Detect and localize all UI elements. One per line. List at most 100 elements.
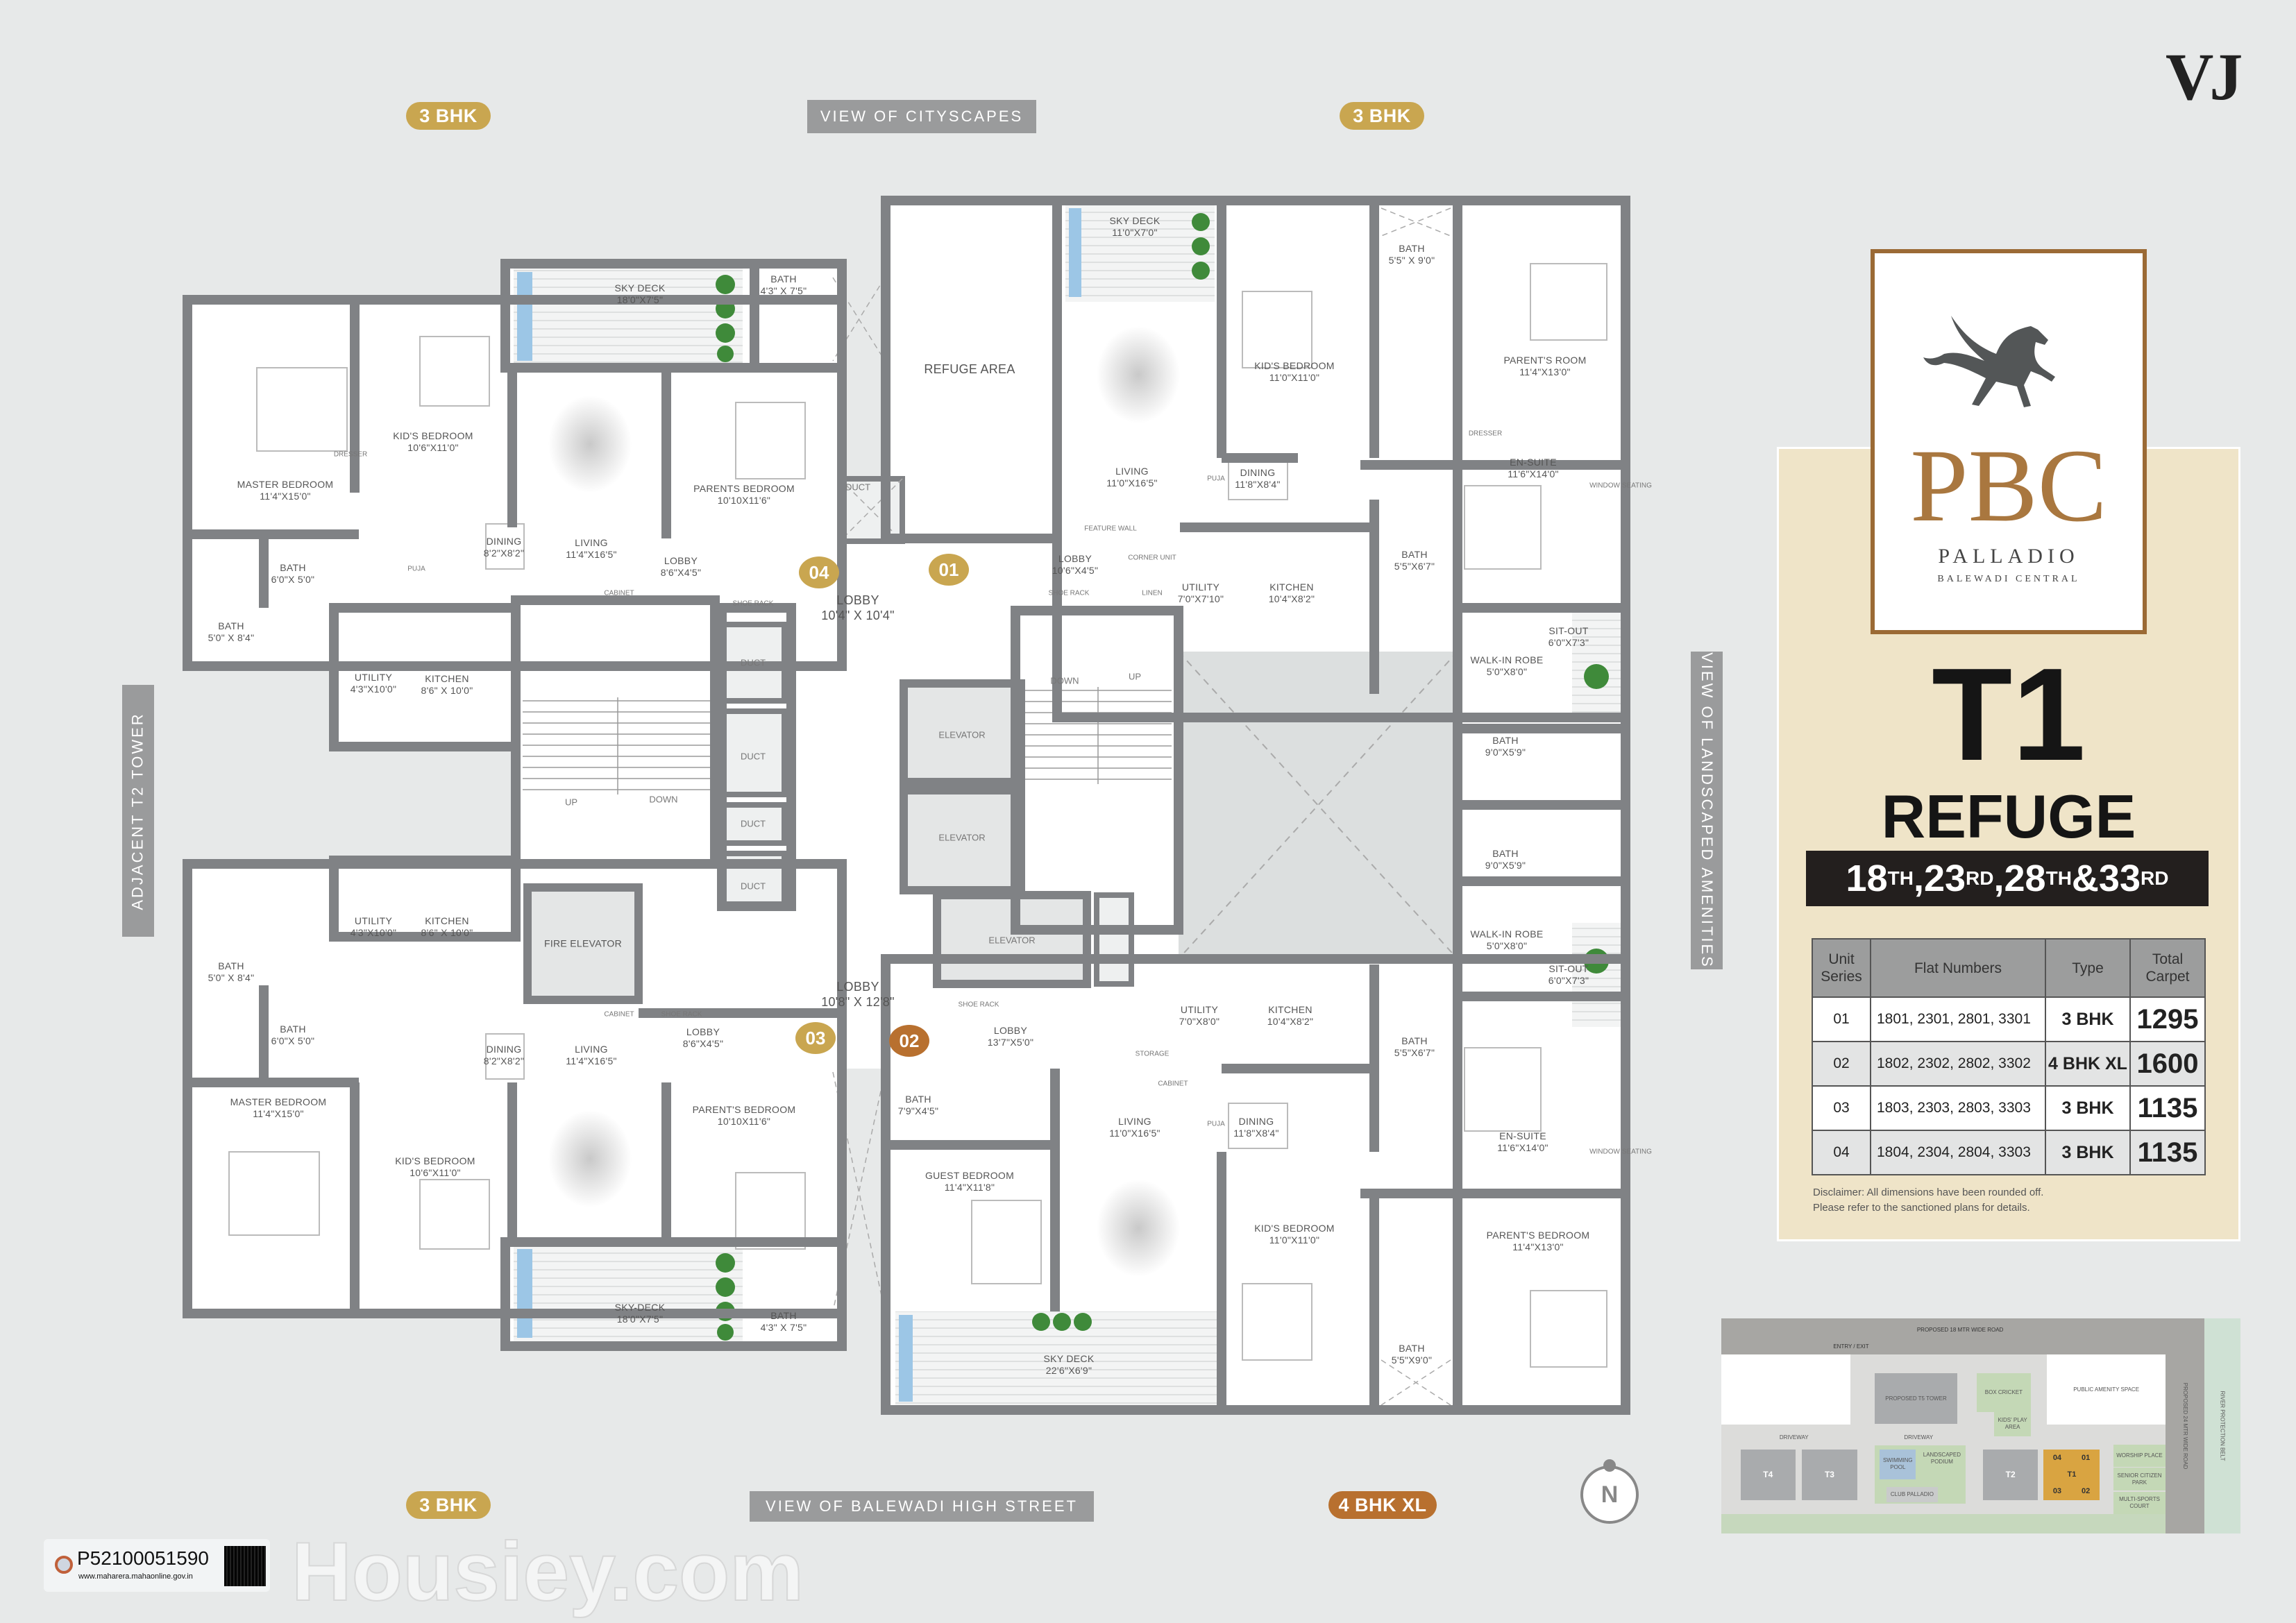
unit-type: 3 BHK — [2045, 1130, 2131, 1175]
room-dimensions: 18'0"X7'5" — [616, 1314, 664, 1325]
room-dimensions: 11'0"X11'0" — [1269, 1234, 1320, 1246]
compass-rose — [1580, 1459, 1639, 1524]
room-dimensions: 6'0"X 5'0" — [271, 1035, 315, 1046]
compass-north-label: N — [1601, 1481, 1619, 1508]
view-label-bottom: VIEW OF BALEWADI HIGH STREET — [750, 1491, 1094, 1522]
room-name: WALK-IN ROBE — [1470, 928, 1544, 940]
box-cricket: BOX CRICKET — [1977, 1373, 2031, 1412]
room-name: WALK-IN ROBE — [1470, 654, 1544, 665]
room-dimensions: 9'0"X5'9" — [1485, 860, 1526, 871]
room-name: FIRE ELEVATOR — [543, 937, 623, 949]
room-name: SIT-OUT — [1548, 963, 1589, 974]
floor-number: 23 — [1923, 858, 1966, 899]
swimming-pool: SWIMMING POOL — [1880, 1450, 1916, 1479]
room-name: BATH — [905, 1094, 931, 1105]
floor-suffix: RD — [2141, 867, 2169, 889]
col-header-unit-series: Unit Series — [1812, 938, 1871, 998]
location-wordmark: BALEWADI CENTRAL — [1937, 574, 2080, 584]
room-dimensions: 6'0"X7'3" — [1548, 637, 1589, 648]
watermark: Housiey.com — [291, 1525, 804, 1618]
unit-badge-01: 01 — [929, 554, 969, 586]
qr-code[interactable] — [224, 1546, 266, 1586]
furniture — [228, 263, 1607, 1368]
club-palladio: CLUB PALLADIO — [1886, 1487, 1938, 1503]
room-name: BATH — [1401, 1035, 1428, 1046]
room-dimensions: 8'6" X 10'0" — [421, 685, 473, 696]
view-label-left-text: ADJACENT T2 TOWER — [129, 711, 146, 910]
col-header-total-carpet: Total Carpet — [2129, 938, 2206, 998]
senior-citizen-park: SENIOR CITIZEN PARK — [2113, 1468, 2166, 1490]
room-dimensions: 4'3" X 7'5" — [760, 285, 807, 296]
pbc-logo: PBC PALLADIO BALEWADI CENTRAL — [1871, 249, 2147, 634]
room-name: KID'S BEDROOM — [1254, 1223, 1335, 1234]
room-dimensions: 8'6" X 10'0" — [421, 927, 473, 938]
room-name: UTILITY — [354, 672, 393, 683]
room-name: EN-SUITE — [1510, 457, 1557, 468]
room-dimensions: 10'6"X11'0" — [407, 442, 459, 453]
room-name: KID'S BEDROOM — [395, 1155, 475, 1166]
flat-numbers: 1802, 2302, 2802, 3302 — [1870, 1041, 2046, 1087]
river-text: RIVER PROTECTION BELT — [2219, 1391, 2226, 1461]
room-dimensions: 7'9"X4'5" — [897, 1105, 939, 1116]
room-dimensions: 11'4"X13'0" — [1519, 366, 1571, 377]
fixture-label: SHOE RACK — [732, 600, 774, 608]
fixture-label: PUJA — [1207, 1120, 1225, 1128]
room-dimensions: 11'4"X16'5" — [566, 1055, 617, 1067]
rera-box: P52100051590 www.maharera.mahaonline.gov… — [44, 1539, 270, 1592]
room-name: MASTER BEDROOM — [237, 479, 334, 490]
fixture-label: CABINET — [604, 589, 634, 597]
room-dimensions: 11'0"X11'0" — [1269, 372, 1320, 383]
unit-type-tag-top-left: 3 BHK — [406, 102, 491, 130]
room-name: SKY DECK — [614, 282, 666, 294]
room-name: PARENTS BEDROOM — [693, 483, 795, 494]
room-dimensions: 5'5" X 9'0" — [1388, 255, 1435, 266]
walls — [183, 196, 1630, 1415]
planters — [716, 213, 1609, 1341]
fixture-label: WINDOW SEATING — [1589, 1148, 1652, 1156]
view-label-right: VIEW OF LANDSCAPED AMENITIES — [1691, 652, 1723, 969]
multi-sports-court: MULTI-SPORTS COURT — [2113, 1491, 2166, 1515]
room-name: KITCHEN — [425, 673, 469, 684]
room-name: SIT-OUT — [1548, 625, 1589, 636]
green-belt — [1721, 1514, 2166, 1533]
fixture-label: ELEVATOR — [938, 729, 986, 740]
room-dimensions: 11'4"X11'8" — [944, 1182, 995, 1193]
room-dimensions: 10'4"X8'2" — [1267, 1016, 1314, 1027]
flat-numbers: 1801, 2301, 2801, 3301 — [1870, 996, 2046, 1042]
room-name: BATH — [218, 620, 244, 631]
room-dimensions: 4'3"X10'0" — [350, 927, 397, 938]
fixture-label: DUCT — [845, 482, 871, 493]
kids-play-area: KIDS' PLAY AREA — [1994, 1411, 2031, 1436]
tower-t2: T2 — [1982, 1450, 2038, 1500]
room-dimensions: 10'8" X 12'8" — [821, 995, 895, 1009]
fixture-label: SHOE RACK — [958, 1001, 999, 1009]
unit-type-tag-bottom-right: 4 BHK XL — [1328, 1491, 1437, 1519]
room-name: SKY-DECK — [614, 1302, 666, 1313]
room-dimensions: 5'0" X 8'4" — [208, 632, 255, 643]
t1-unit-04: 04 — [2052, 1453, 2062, 1462]
fixture-label: WINDOW SEATING — [1589, 482, 1652, 490]
room-dimensions: 11'6"X14'0" — [1508, 468, 1559, 479]
fixture-label: DOWN — [1050, 675, 1079, 686]
room-name: UTILITY — [1180, 1004, 1219, 1015]
room-dimensions: 8'6"X4'5" — [682, 1038, 724, 1049]
